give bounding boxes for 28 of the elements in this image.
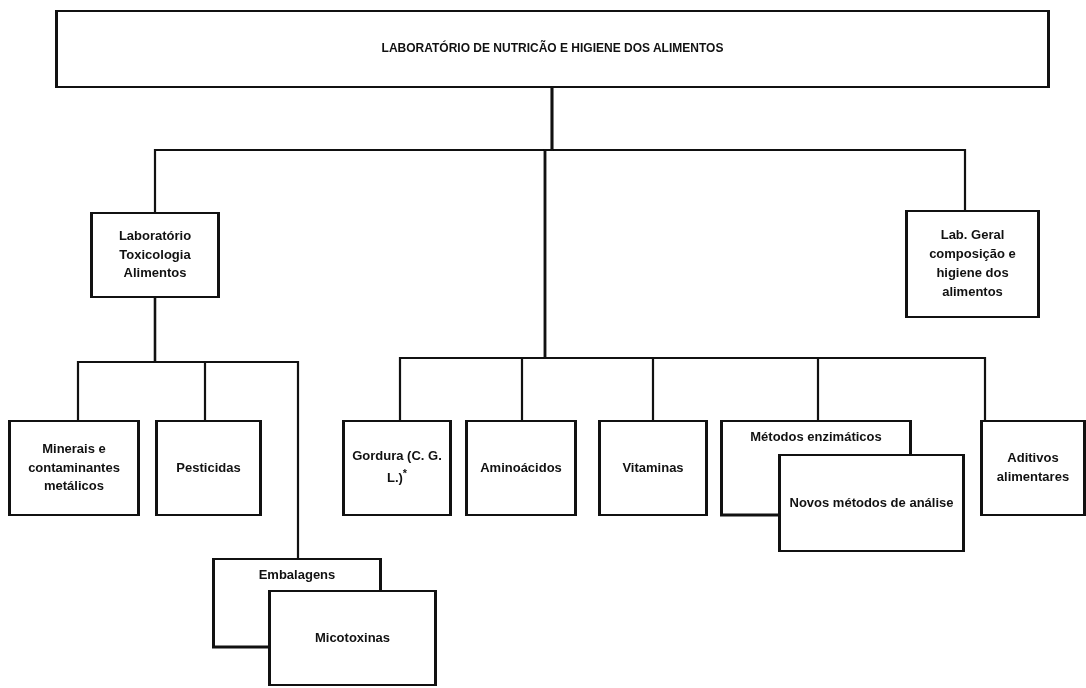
- unit-box: [212, 558, 382, 590]
- unit-label: Laboratório Toxicologia Alimentos: [117, 226, 193, 283]
- unit-label: Pesticidas: [176, 458, 241, 477]
- unit-label: Métodos enzimáticos: [750, 428, 882, 446]
- unit-box: [980, 420, 1086, 516]
- unit-label: LABORATÓRIO DE NUTRICÃO E HIGIENE DOS ALIMENTOS: [381, 40, 724, 58]
- unit-box: [8, 420, 140, 516]
- unit-label: Vitaminas: [622, 458, 684, 477]
- unit-label: Embalagens: [258, 566, 336, 584]
- unit-box: [778, 454, 965, 552]
- unit-label: Micotoxinas: [314, 628, 391, 647]
- unit-label: Aditivos alimentares: [995, 449, 1071, 486]
- unit-label: Aminoácidos: [480, 458, 562, 477]
- unit-label: Lab. Geral composição e higiene dos alimentos: [928, 226, 1017, 301]
- unit-label: Gordura (C. G. L.)$^{*}$: [351, 447, 443, 488]
- unit-box: [90, 212, 220, 298]
- unit-label: Minerais e contaminantes metálicos: [27, 439, 121, 496]
- unit-box: [598, 420, 708, 516]
- unit-box: [905, 210, 1040, 318]
- unit-label: Novos métodos de análise: [789, 493, 954, 512]
- unit-box: [465, 420, 577, 516]
- unit-box: [155, 420, 262, 516]
- connector-line: [153, 298, 300, 558]
- unit-box: [342, 420, 452, 516]
- connector-line: [543, 88, 987, 420]
- unit-box: [268, 590, 437, 686]
- unit-box: [720, 420, 912, 454]
- title-box: [55, 10, 1050, 88]
